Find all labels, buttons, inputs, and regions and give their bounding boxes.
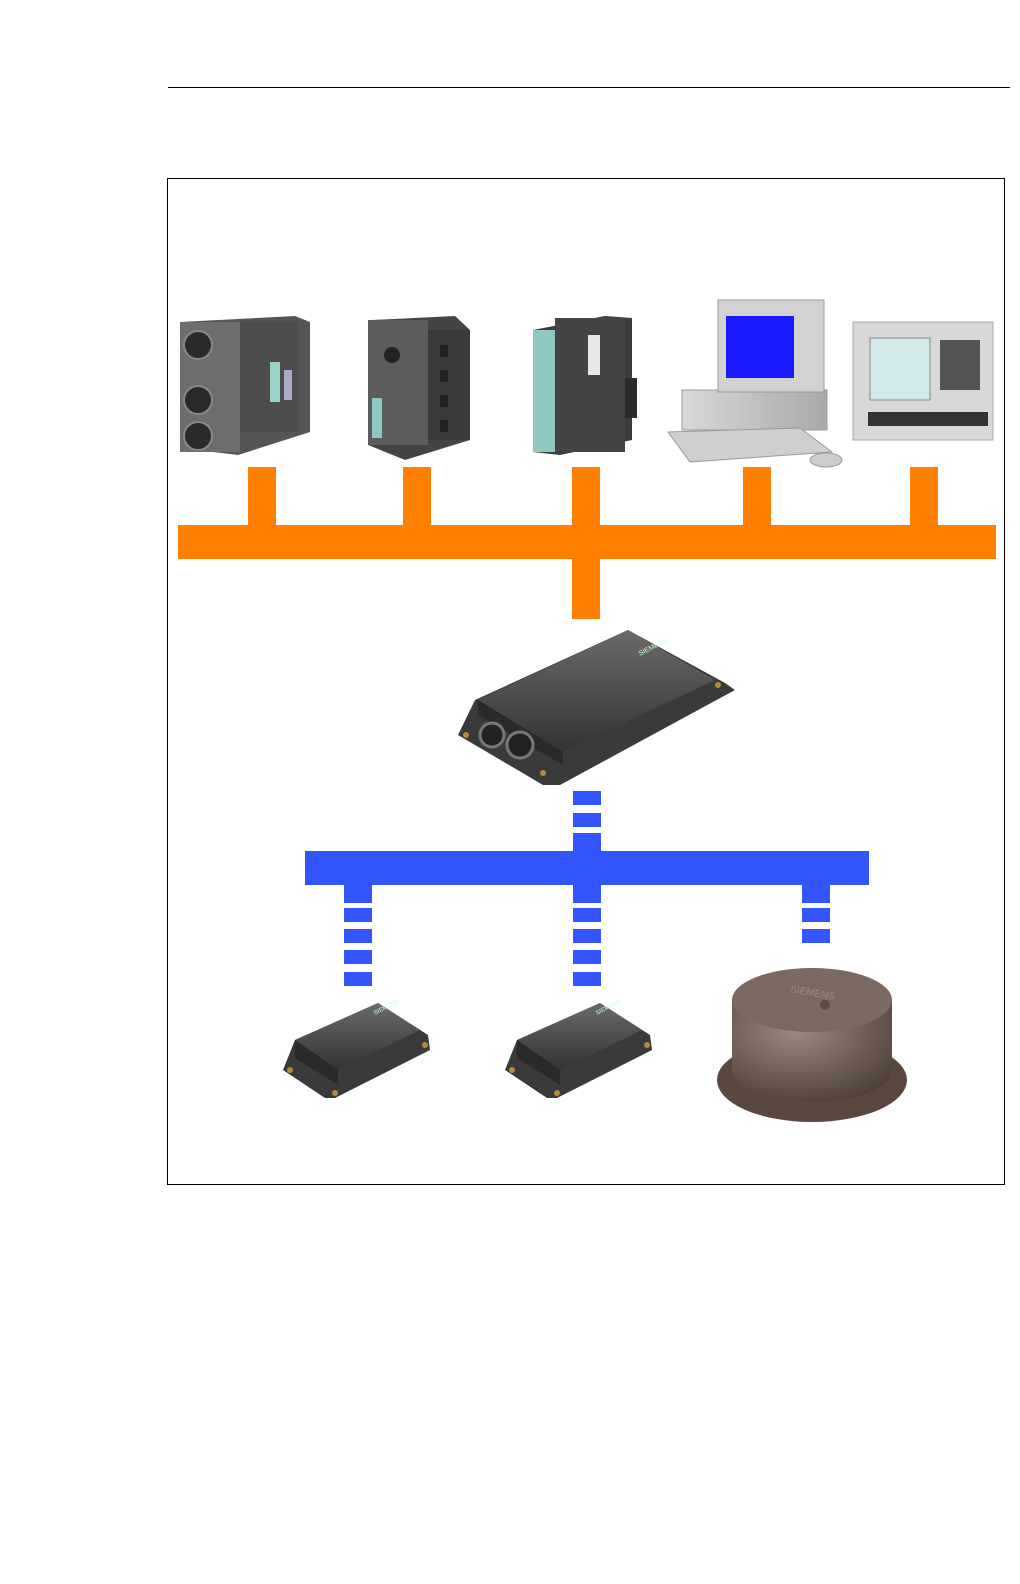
et200-compact-io-icon: [368, 316, 470, 460]
rfid-communication-module-icon: SIEMENS: [458, 630, 735, 785]
industrial-ethernet-bus: [178, 467, 996, 619]
s7-io-module-icon: [533, 316, 637, 455]
et200-distributed-io-icon: [180, 316, 310, 455]
rfid-bus: [305, 791, 869, 986]
rfid-reader-antenna-icon: SIEMENS: [717, 968, 907, 1122]
rfid-reader-icon: SIEMENS: [283, 999, 430, 1098]
pc-workstation-icon: [668, 300, 842, 467]
rfid-reader-icon: SIEMENS: [505, 999, 652, 1098]
operator-panel-icon: [853, 322, 993, 440]
